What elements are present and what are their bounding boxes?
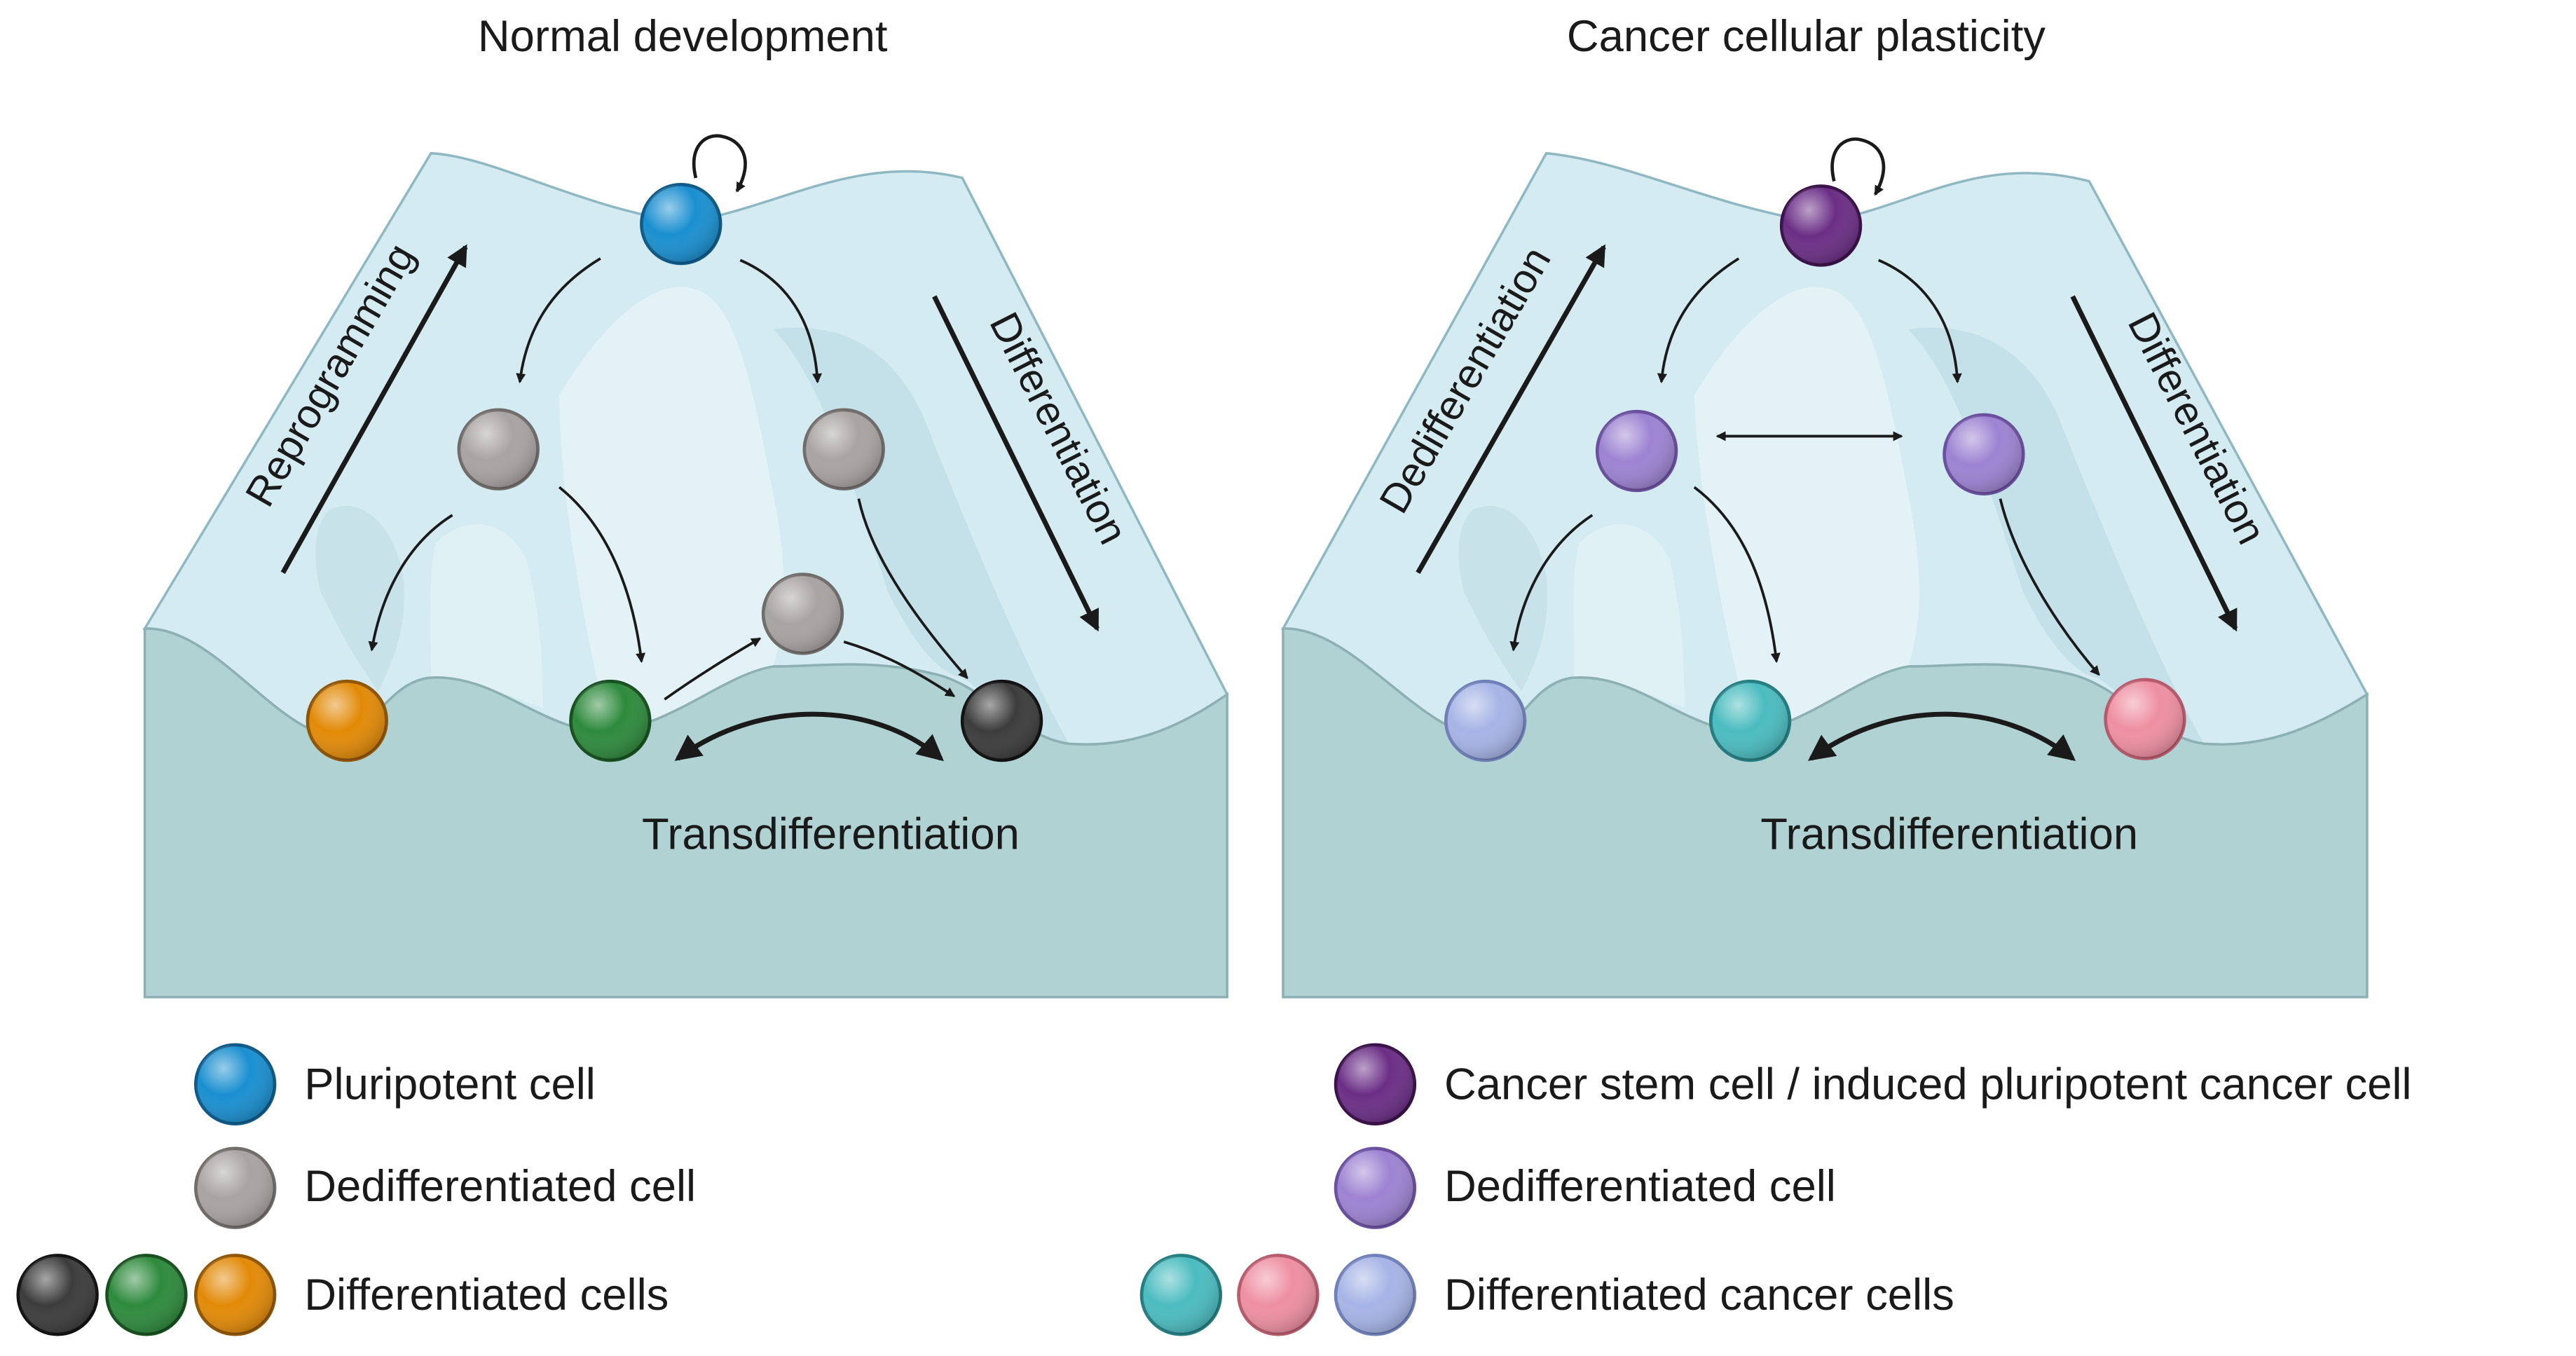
- cell-sphere-icon: [193, 1043, 277, 1125]
- cell-sphere-icon: [1139, 1254, 1223, 1336]
- cell-sphere-icon: [1334, 1254, 1417, 1336]
- panel-normal-development: Normal development Reprogramming Differe…: [142, 12, 1229, 999]
- arrow-icon: [1509, 514, 1594, 652]
- reprogramming-arrow: [280, 244, 468, 574]
- arrow-icon: [739, 259, 823, 384]
- transdifferentiation-arrow: [1807, 711, 2076, 762]
- cell-sphere-icon: [1334, 1043, 1417, 1125]
- differentiated-cancer-cell-pink: [2104, 678, 2186, 760]
- legend-normal: Pluripotent cell Dedifferentiated cell D: [16, 1043, 696, 1336]
- panel-cancer-cellular-plasticity: Cancer cellular plasticity Dedifferentia…: [1280, 12, 2369, 999]
- landscape-shade: [1458, 505, 1548, 692]
- transdifferentiation-arrow: [674, 711, 944, 762]
- arrow-icon: [1877, 259, 1962, 384]
- legend-item-dedifferentiated-cancer: Dedifferentiated cell: [1334, 1146, 1836, 1229]
- dedifferentiated-cell: [761, 573, 844, 655]
- legend-cancer: Cancer stem cell / induced pluripotent c…: [1139, 1043, 2412, 1336]
- dedifferentiation-arrow: [1416, 244, 1606, 575]
- landscape-ridge: [559, 287, 785, 732]
- arrow-icon: [857, 498, 968, 680]
- arrow-icon: [1693, 486, 1781, 664]
- landscape-ridge: [430, 524, 543, 708]
- self-renewal-arrow-icon: [1830, 137, 1886, 196]
- legend-item-dedifferentiated: Dedifferentiated cell: [193, 1146, 696, 1229]
- dedifferentiated-cell: [802, 408, 885, 491]
- legend-label: Dedifferentiated cell: [1444, 1162, 1836, 1211]
- dedifferentiated-cancer-cell: [1943, 413, 2025, 495]
- legend-item-differentiated-cancer: Differentiated cancer cells: [1139, 1254, 1954, 1336]
- cell-sphere-icon: [1334, 1146, 1417, 1229]
- dedifferentiated-cancer-cell: [1595, 409, 1678, 493]
- cell-sphere-icon: [1237, 1254, 1320, 1336]
- legend-label: Differentiated cells: [304, 1271, 669, 1320]
- arrow-icon: [664, 637, 762, 701]
- differentiated-cell-black: [960, 679, 1043, 762]
- cell-sphere-icon: [105, 1254, 188, 1336]
- cell-sphere-icon: [16, 1254, 99, 1336]
- panel-title: Cancer cellular plasticity: [1567, 12, 2046, 61]
- differentiated-cancer-cell-lavender: [1444, 679, 1527, 762]
- arrow-icon: [516, 257, 601, 384]
- transdifferentiation-label: Transdifferentiation: [642, 810, 1020, 859]
- arrow-icon: [1999, 498, 2100, 676]
- differentiated-cell-orange: [306, 679, 388, 762]
- landscape-ridge: [1573, 524, 1685, 708]
- arrow-icon: [558, 486, 646, 664]
- arrow-icon: [368, 514, 453, 652]
- legend-label: Differentiated cancer cells: [1444, 1271, 1954, 1320]
- differentiation-arrow: [2070, 295, 2238, 632]
- differentiated-cell-green: [569, 679, 652, 762]
- pluripotent-cell: [640, 182, 722, 266]
- legend-item-cancer-stem: Cancer stem cell / induced pluripotent c…: [1334, 1043, 2412, 1125]
- cell-sphere-icon: [193, 1254, 277, 1336]
- landscape-shade: [315, 505, 404, 692]
- transdifferentiation-label: Transdifferentiation: [1760, 810, 2138, 859]
- legend-item-pluripotent: Pluripotent cell: [193, 1043, 596, 1125]
- legend-label: Pluripotent cell: [304, 1060, 596, 1109]
- cell-sphere-icon: [193, 1146, 277, 1229]
- arrow-icon: [1657, 257, 1740, 384]
- legend-label: Dedifferentiated cell: [304, 1162, 696, 1211]
- cancer-stem-cell: [1779, 184, 1863, 267]
- self-renewal-arrow-icon: [692, 134, 747, 193]
- legend-item-differentiated: Differentiated cells: [16, 1254, 669, 1336]
- legend-label: Cancer stem cell / induced pluripotent c…: [1444, 1060, 2412, 1109]
- landscape-ridge: [1694, 287, 1919, 732]
- differentiated-cancer-cell-teal: [1708, 679, 1792, 762]
- differentiation-arrow: [932, 295, 1099, 632]
- arrow-icon: [843, 641, 956, 697]
- panel-title: Normal development: [478, 12, 888, 61]
- dedifferentiated-cell: [457, 408, 540, 491]
